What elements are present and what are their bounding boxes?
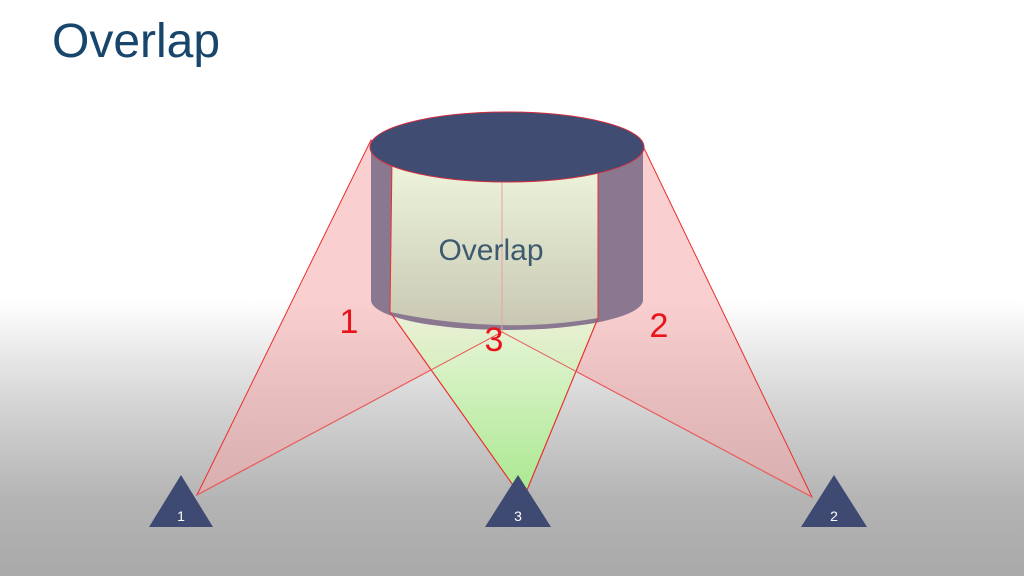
sensor-2: 2 — [801, 475, 867, 527]
zone-label-2: 2 — [650, 307, 669, 345]
sensor-triangle-icon — [801, 475, 867, 527]
cylinder-label: Overlap — [438, 234, 543, 267]
zone-label-1: 1 — [340, 303, 359, 341]
sensor-triangle-icon — [485, 475, 551, 527]
slide-title: Overlap — [52, 15, 221, 68]
sensor-label: 1 — [177, 508, 185, 524]
zone-label-3: 3 — [485, 321, 504, 359]
cylinder-overlap-face — [390, 160, 598, 326]
sensor-label: 2 — [830, 508, 838, 524]
cylinder-top — [369, 111, 645, 183]
sensor-3: 3 — [485, 475, 551, 527]
sensor-label: 3 — [514, 508, 522, 524]
sensor-1: 1 — [149, 475, 213, 527]
sensor-triangle-icon — [149, 475, 213, 527]
